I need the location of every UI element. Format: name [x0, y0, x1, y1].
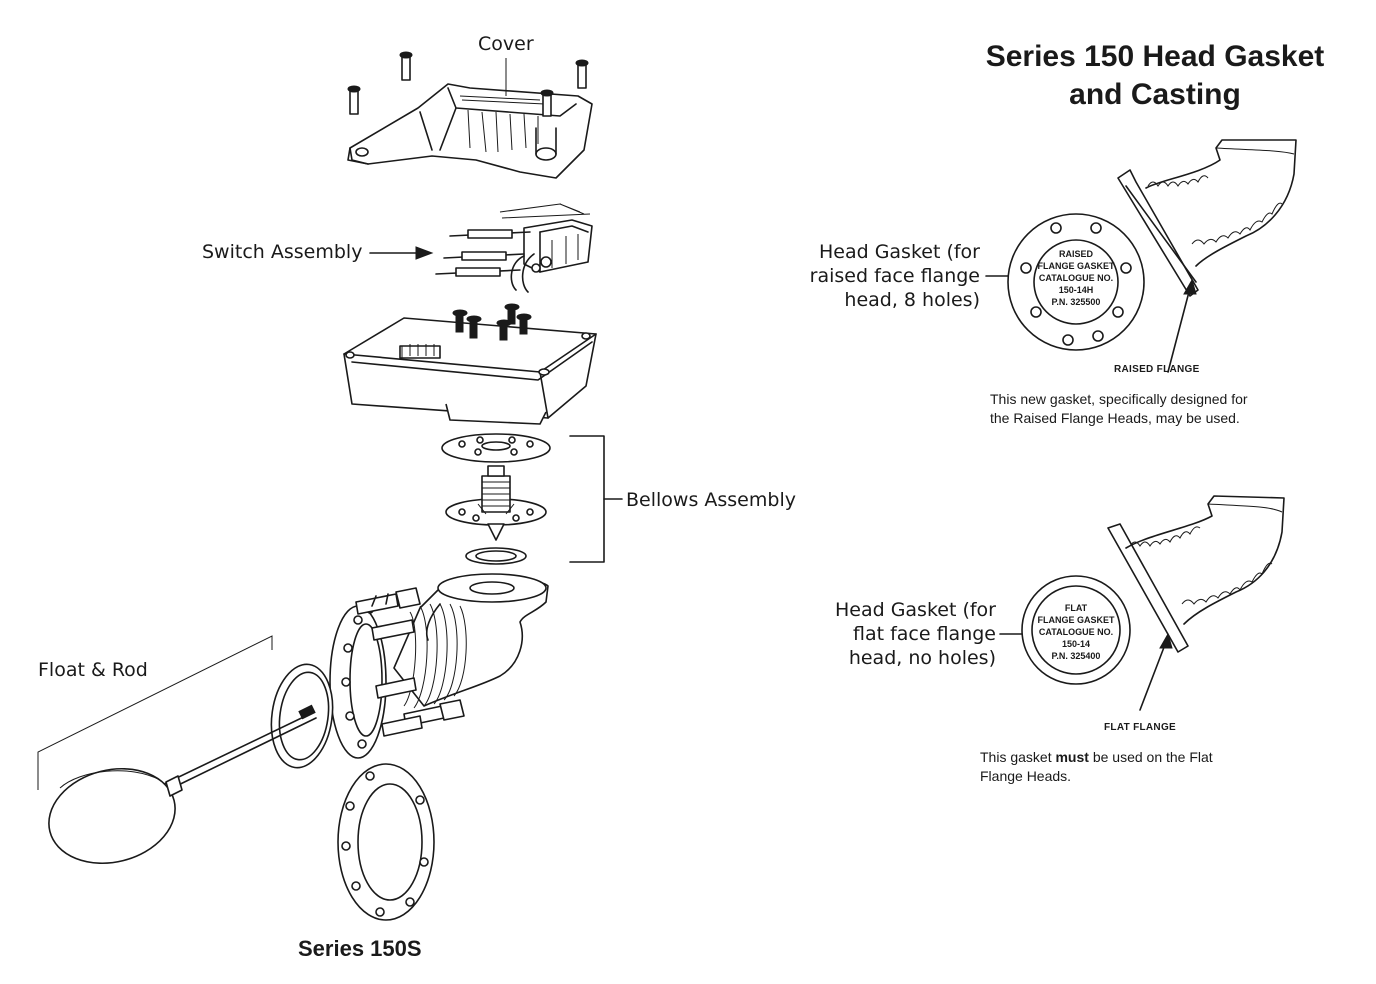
flat-gasket-text: FLAT FLANGE GASKET CATALOGUE NO. 150-14 … [1036, 602, 1116, 662]
flat-gasket-line1: FLAT [1064, 603, 1088, 613]
raised-gasket-note: This new gasket, specifically designed f… [990, 390, 1248, 428]
cover-screws [347, 51, 589, 117]
flat-gasket-drawing [999, 575, 1131, 685]
head-gasket-raised-label: Head Gasket (for raised face flange head… [790, 240, 980, 312]
bellows-assembly-part [441, 433, 623, 565]
head-gasket-flat-line3: head, no holes) [848, 647, 996, 669]
raised-gasket-text: RAISED FLANGE GASKET CATALOGUE NO. 150-1… [1036, 248, 1116, 308]
flange-bolts [355, 587, 465, 737]
head-gasket-flat-label: Head Gasket (for flat face flange head, … [806, 598, 996, 670]
raised-gasket-line5: P.N. 325500 [1051, 297, 1101, 307]
flat-note-line1: This gasket must be used on the Flat [980, 748, 1213, 767]
flat-gasket-line5: P.N. 325400 [1051, 651, 1101, 661]
cover-label: Cover [478, 33, 534, 55]
raised-gasket-line2: FLANGE GASKET [1037, 261, 1115, 271]
flat-gasket-line3: CATALOGUE NO. [1038, 627, 1114, 637]
raised-gasket-drawing [985, 213, 1145, 351]
housing-part [343, 303, 597, 425]
flat-note-line2: Flange Heads. [980, 768, 1072, 784]
raised-note-line1: This new gasket, specifically designed f… [990, 391, 1248, 407]
head-gasket-flat-line1: Head Gasket (for [834, 599, 996, 621]
head-gasket-raised-line3: head, 8 holes) [844, 289, 980, 311]
switch-assembly-part [369, 203, 593, 293]
flat-note-post: be used on the Flat [1088, 749, 1213, 765]
head-gasket-flat-line2: flat face flange [852, 623, 996, 645]
bellows-assembly-label: Bellows Assembly [626, 489, 796, 511]
flat-gasket-note: This gasket must be used on the Flat Fla… [980, 748, 1213, 786]
flat-gasket-line2: FLANGE GASKET [1037, 615, 1115, 625]
bottom-gasket-part [337, 763, 435, 921]
float-rod-label: Float & Rod [38, 659, 148, 681]
housing-screws [452, 303, 532, 341]
head-gasket-raised-line1: Head Gasket (for [818, 241, 980, 263]
float-rod-part [37, 635, 334, 865]
switch-assembly-label: Switch Assembly [202, 241, 363, 263]
series-150s-caption: Series 150S [298, 936, 422, 961]
raised-flange-casting [1117, 139, 1297, 373]
flat-gasket-line4: 150-14 [1061, 639, 1091, 649]
page-title: Series 150 Head Gasket and Casting [985, 40, 1325, 111]
flat-flange-label: FLAT FLANGE [1104, 722, 1176, 733]
raised-note-line2: the Raised Flange Heads, may be used. [990, 410, 1240, 426]
raised-flange-label: RAISED FLANGE [1114, 364, 1200, 375]
raised-gasket-line1: RAISED [1058, 249, 1093, 259]
flat-flange-casting [1107, 495, 1285, 711]
raised-gasket-line4: 150-14H [1058, 285, 1094, 295]
cover-part [347, 51, 593, 179]
head-gasket-raised-line2: raised face flange [809, 265, 980, 287]
flat-note-pre: This gasket [980, 749, 1056, 765]
head-casting-part [329, 573, 549, 759]
flat-note-bold: must [1055, 749, 1089, 765]
raised-gasket-line3: CATALOGUE NO. [1038, 273, 1114, 283]
